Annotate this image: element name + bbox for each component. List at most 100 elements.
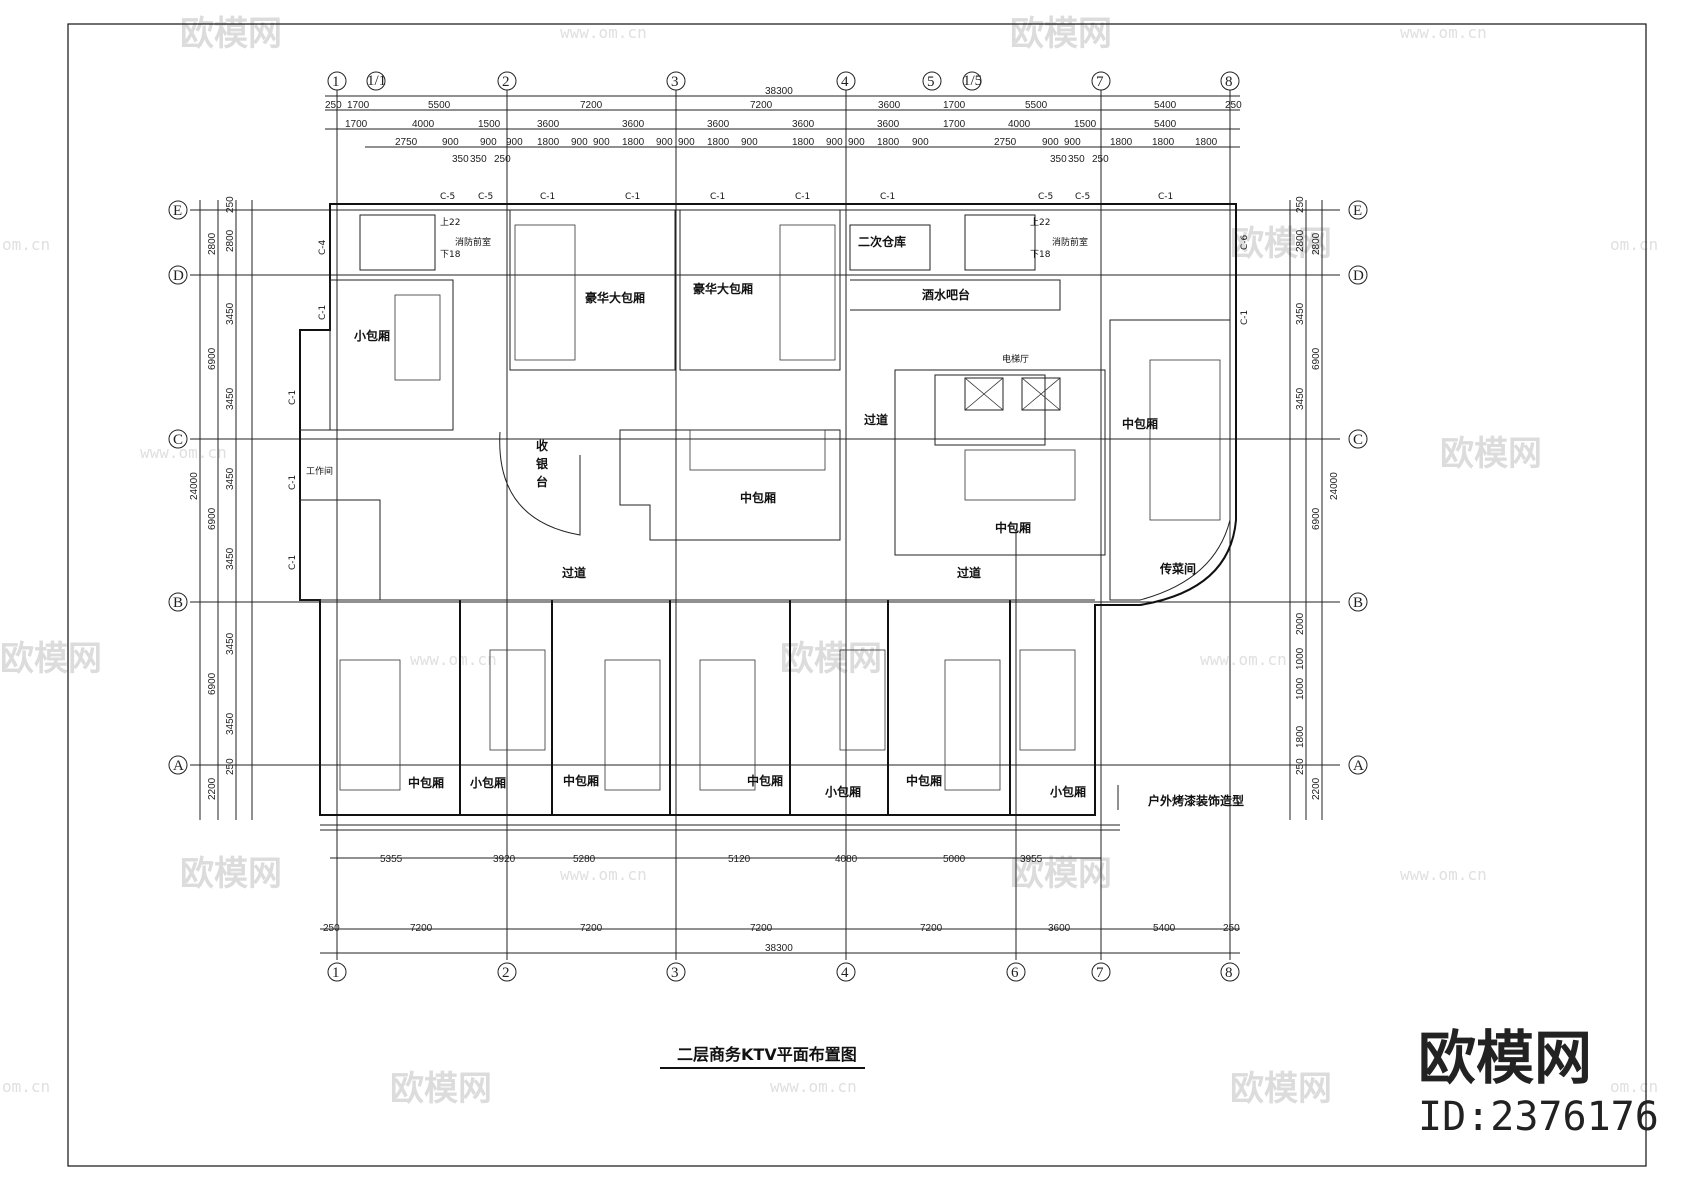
window-tag: C-1 [318, 305, 328, 320]
dim-text: 900 [656, 137, 673, 148]
window-tag: C-4 [318, 239, 328, 255]
dim-text: 900 [848, 137, 865, 148]
dim-text: 3920 [493, 854, 516, 865]
dim-text: 250 [225, 758, 236, 775]
grid-label: E [1353, 203, 1362, 219]
dim-text: 900 [1064, 137, 1081, 148]
grid-label: D [1353, 268, 1364, 284]
dim-text: 2000 [1295, 612, 1306, 635]
dim-text: 3600 [707, 119, 730, 130]
dim-text: 1700 [943, 100, 966, 111]
room-label: 中包厢 [1122, 416, 1158, 431]
dim-text: 2800 [1295, 229, 1306, 252]
window-tag: C-5 [1075, 192, 1090, 202]
room-label: 过道 [957, 565, 981, 580]
window-tags: C-5 C-5 C-1 C-1 C-1 C-1 C-1 C-5 C-5 C-1 … [288, 192, 1250, 570]
dim-text: 5400 [1154, 100, 1177, 111]
dim-text: 900 [506, 137, 523, 148]
dim-text: 1800 [707, 137, 730, 148]
dim-text: 900 [442, 137, 459, 148]
window-tag: C-5 [1038, 192, 1053, 202]
dim-text: 900 [1042, 137, 1059, 148]
dim-text: 2200 [207, 777, 218, 800]
dim-text: 900 [571, 137, 588, 148]
dim-text: 350 [1050, 154, 1067, 165]
dim-text: 3450 [225, 547, 236, 570]
dim-text: 1800 [1295, 725, 1306, 748]
watermark-logo: 欧模网 [1010, 14, 1112, 54]
dim-text: 6900 [207, 347, 218, 370]
window-tag: C-1 [1158, 192, 1173, 202]
room-label: 豪华大包厢 [693, 281, 753, 296]
dim-text: 900 [593, 137, 610, 148]
window-tag: C-1 [795, 192, 810, 202]
grid-label: 7 [1096, 965, 1104, 981]
watermark-logo: 欧模网 [180, 14, 282, 54]
dim-text: 900 [826, 137, 843, 148]
dim-text: 250 [1223, 923, 1240, 934]
grid-label: C [1353, 432, 1363, 448]
dim-text: 1000 [1295, 677, 1306, 700]
room-label: 台 [536, 474, 548, 489]
dim-text: 3450 [1295, 302, 1306, 325]
dim-text: 1000 [1295, 647, 1306, 670]
room-label: 户外烤漆装饰造型 [1148, 793, 1244, 808]
watermark-url: www.om.cn [560, 23, 647, 42]
drawing-frame [67, 23, 1647, 1167]
dimensions-top: 38300 250 1700 5500 7200 7200 3600 1700 … [325, 86, 1242, 165]
dim-text: 1500 [1074, 119, 1097, 130]
room-label: 小包厢 [470, 775, 506, 790]
dim-text: 1800 [1110, 137, 1133, 148]
dim-text: 5120 [728, 854, 751, 865]
window-tag: C-1 [710, 192, 725, 202]
dim-text: 250 [325, 100, 342, 111]
grid-bubbles-right: E D C B A [1348, 200, 1368, 775]
dim-text: 7200 [750, 100, 773, 111]
dim-text: 250 [323, 923, 340, 934]
dim-text: 24000 [1329, 472, 1340, 500]
dimensions-bottom: 5355 3920 5280 5120 4080 5000 3955 250 7… [320, 854, 1240, 954]
outer-walls [299, 203, 1237, 831]
dim-text: 6900 [207, 507, 218, 530]
dim-text: 900 [678, 137, 695, 148]
grid-label: 3 [671, 965, 679, 981]
grid-label: 1 [332, 74, 340, 90]
grid-label: 4 [841, 965, 849, 981]
room-label: 消防前室 [455, 236, 491, 248]
window-tag: C-6 [1240, 234, 1250, 250]
watermark-url: www.om.cn [770, 1077, 857, 1096]
dim-text: 3600 [1048, 923, 1071, 934]
dim-text: 3600 [792, 119, 815, 130]
dim-text: 3450 [225, 632, 236, 655]
watermark-logo: 欧模网 [1230, 1069, 1332, 1109]
watermark-logo: 欧模网 [1440, 434, 1542, 474]
dim-text: 5000 [943, 854, 966, 865]
room-label: 豪华大包厢 [585, 290, 645, 305]
dim-text: 5500 [1025, 100, 1048, 111]
dim-text: 4080 [835, 854, 858, 865]
grid-label: 2 [502, 74, 510, 90]
watermark-url: www.om.cn [410, 650, 497, 669]
watermark-logo: 欧模网 [1010, 854, 1112, 894]
stair-tag: 上22 [440, 217, 460, 228]
watermark-url: om.cn [2, 235, 50, 254]
watermark-url: www.om.cn [1400, 865, 1487, 884]
dim-text: 2750 [395, 137, 418, 148]
watermark-url: www.om.cn [1200, 650, 1287, 669]
grid-label: 1 [332, 965, 340, 981]
grid-label: 5 [927, 74, 935, 90]
dim-text: 900 [741, 137, 758, 148]
dim-text: 5400 [1153, 923, 1176, 934]
room-label: 中包厢 [906, 773, 942, 788]
dim-text: 2750 [994, 137, 1017, 148]
grid-label: 7 [1096, 74, 1104, 90]
dim-text: 1700 [345, 119, 368, 130]
dim-text: 3600 [878, 100, 901, 111]
grid-label: D [173, 268, 184, 284]
room-label: 小包厢 [354, 328, 390, 343]
room-label: 二次仓库 [858, 234, 906, 249]
room-label: 电梯厅 [1002, 353, 1029, 365]
grid-bubbles-top: 1 1/1 2 3 4 5 1/5 7 8 [327, 71, 1240, 91]
dim-text: 3450 [1295, 387, 1306, 410]
grid-label: 1/1 [367, 73, 386, 89]
